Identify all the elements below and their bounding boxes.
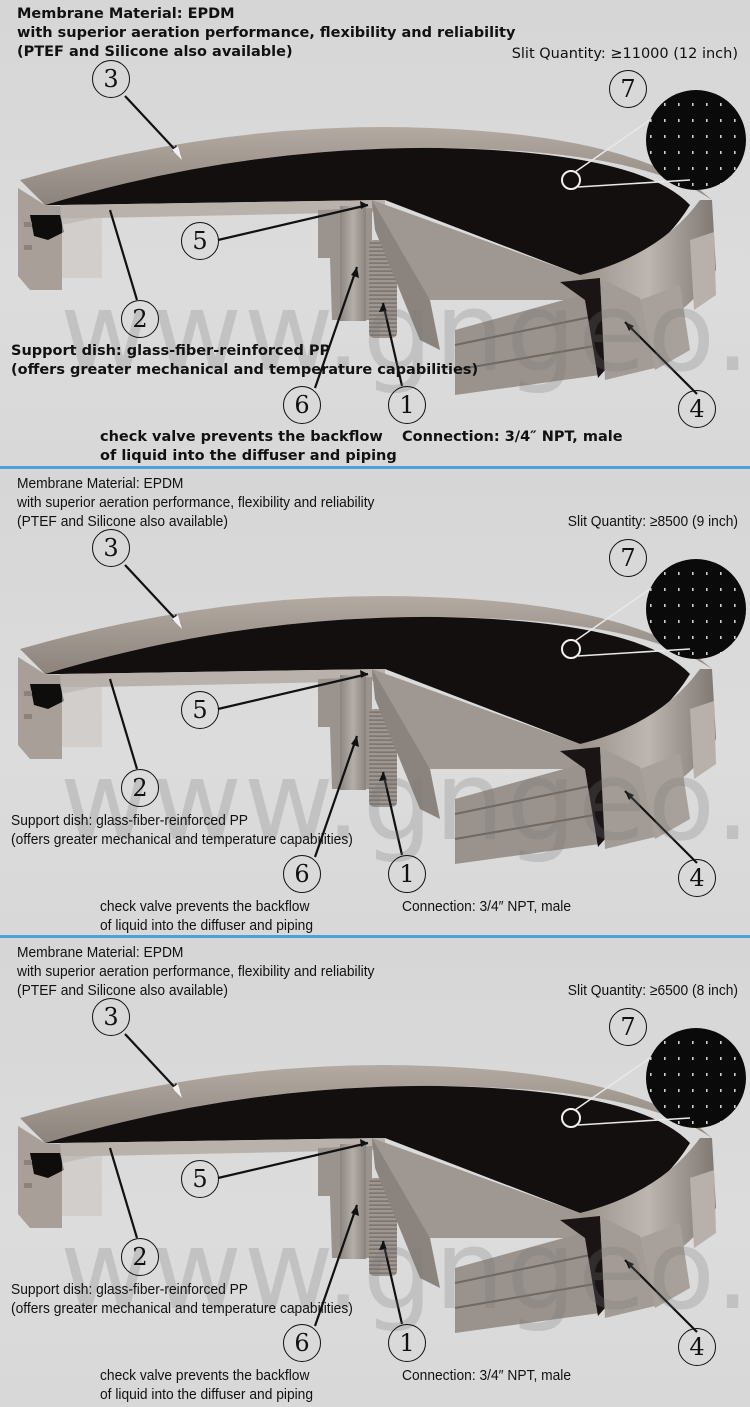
diffuser-panel-8-inch: www.gngeo.com Membrane Material: EPDM wi…: [0, 938, 750, 1407]
callout-7: 7: [609, 1008, 647, 1046]
callout-5: 5: [181, 691, 219, 729]
callout-5: 5: [181, 1160, 219, 1198]
slit-quantity-text: Slit Quantity: ≥11000 (12 inch): [511, 46, 738, 62]
callout-4: 4: [678, 1328, 716, 1366]
diffuser-cross-section: [18, 1028, 746, 1333]
watermark: www.gngeo.com: [60, 1206, 750, 1334]
slit-quantity-text: Slit Quantity: ≥8500 (9 inch): [567, 513, 738, 530]
check-valve-text: check valve prevents the backflow of liq…: [100, 898, 314, 934]
callout-1: 1: [388, 1324, 426, 1362]
callout-3: 3: [92, 60, 130, 98]
support-dish-text: Support dish: glass-fiber-reinforced PP …: [11, 343, 479, 378]
panel-divider: [0, 935, 750, 938]
callout-2: 2: [121, 769, 159, 807]
callout-3: 3: [92, 998, 130, 1036]
support-dish-text: Support dish: glass-fiber-reinforced PP …: [11, 1281, 353, 1317]
membrane-material-text: Membrane Material: EPDM with superior ae…: [17, 475, 375, 530]
watermark: www.gngeo.com: [60, 268, 750, 396]
panel-divider: [0, 466, 750, 469]
diffuser-panel-9-inch: www.gngeo.com Membrane Material: EPDM wi…: [0, 469, 750, 938]
callout-4: 4: [678, 859, 716, 897]
membrane-material-text: Membrane Material: EPDM with superior ae…: [17, 6, 516, 60]
callout-7: 7: [609, 70, 647, 108]
diffuser-cross-section: [18, 90, 746, 395]
diffuser-panel-12-inch: www.gngeo.com Membrane Material: EPDM wi…: [0, 0, 750, 469]
callout-6: 6: [283, 386, 321, 424]
slit-quantity-text: Slit Quantity: ≥6500 (8 inch): [567, 982, 738, 999]
support-dish-text: Support dish: glass-fiber-reinforced PP …: [11, 812, 353, 848]
callout-6: 6: [283, 855, 321, 893]
watermark: www.gngeo.com: [60, 737, 750, 865]
check-valve-text: check valve prevents the backflow of liq…: [100, 1367, 314, 1403]
membrane-material-text: Membrane Material: EPDM with superior ae…: [17, 944, 375, 999]
callout-6: 6: [283, 1324, 321, 1362]
connection-text: Connection: 3/4″ NPT, male: [402, 898, 572, 915]
callout-2: 2: [121, 1238, 159, 1276]
check-valve-text: check valve prevents the backflow of liq…: [100, 429, 397, 464]
callout-2: 2: [121, 300, 159, 338]
callout-1: 1: [388, 386, 426, 424]
callout-1: 1: [388, 855, 426, 893]
callout-7: 7: [609, 539, 647, 577]
diffuser-cross-section: [18, 559, 746, 864]
callout-5: 5: [181, 222, 219, 260]
connection-text: Connection: 3/4″ NPT, male: [402, 429, 623, 445]
connection-text: Connection: 3/4″ NPT, male: [402, 1367, 572, 1384]
callout-3: 3: [92, 529, 130, 567]
callout-4: 4: [678, 390, 716, 428]
